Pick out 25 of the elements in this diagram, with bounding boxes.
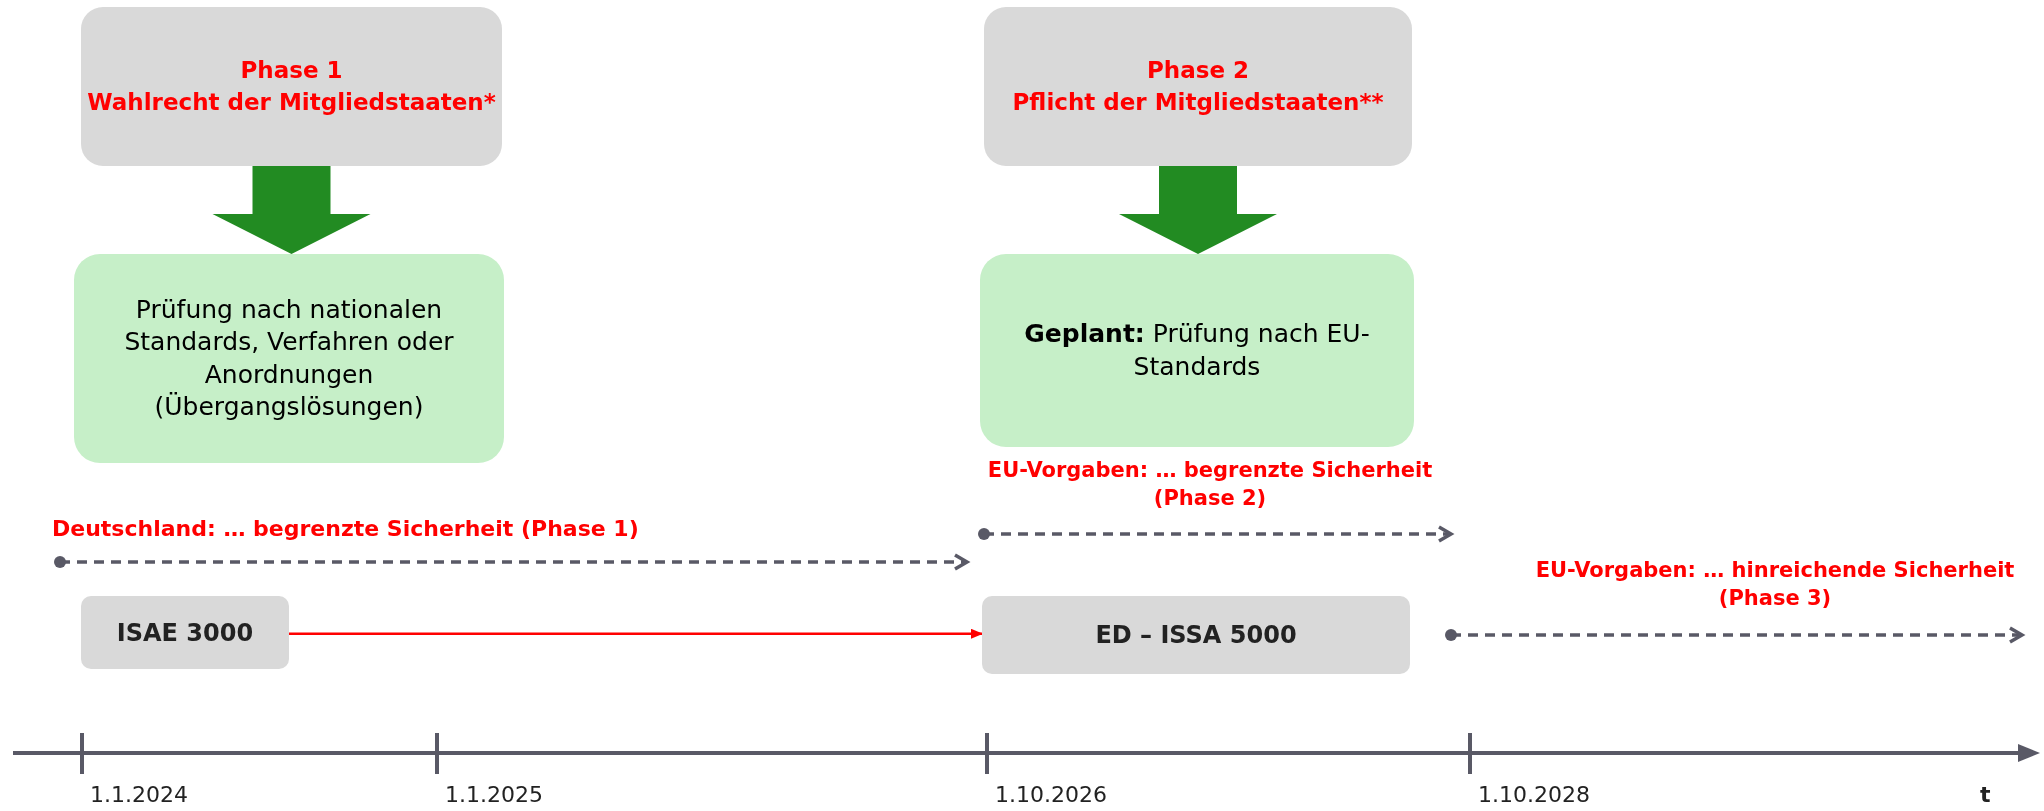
box-text: ED – ISSA 5000 [1095,620,1297,651]
block-arrow [212,166,371,254]
block-arrow [1119,166,1277,254]
box-text: Phase 1 [240,56,343,86]
box-text: Wahlrecht der Mitgliedstaaten* [87,87,496,117]
date-label: 1.10.2028 [1478,781,1591,809]
period-label: Deutschland: … begrenzte Sicherheit (Phase 1) [52,515,640,543]
box-text: ISAE 3000 [116,617,254,649]
box-text: Geplant: Prüfung nach EU-Standards [1023,318,1371,383]
phase-box [984,7,1412,166]
arrow [289,628,983,639]
standard-box [982,596,1410,674]
date-label: 1.10.2026 [995,781,1108,809]
box-text: Phase 2 [1146,56,1250,86]
phase-box [81,7,502,166]
period-label: EU-Vorgaben: … hinreichende Sicherheit (Phase 3) [1534,557,2016,613]
date-label: 1.1.2024 [90,781,189,809]
result-box [74,254,504,463]
standard-box [81,596,289,669]
box-text: Prüfung nach nationalen Standards, Verfahren oder Anordnungen (Übergangslösungen) [123,293,455,423]
axis-label: t [1980,781,1992,809]
period-label: EU-Vorgaben: … begrenzte Sicherheit (Phase 2) [986,457,1434,513]
date-label: 1.1.2025 [445,781,544,809]
box-text: Pflicht der Mitgliedstaaten** [1012,87,1384,117]
result-box [980,254,1414,447]
